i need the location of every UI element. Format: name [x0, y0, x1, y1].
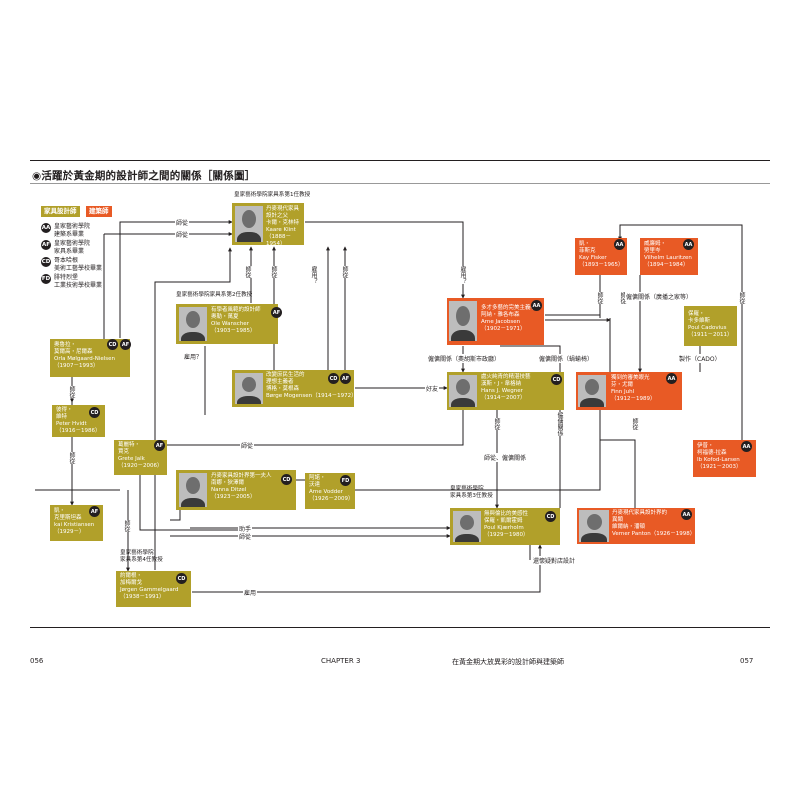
chapter-label: CHAPTER 3 [321, 657, 361, 665]
label-zhushou: 助手 [238, 524, 253, 533]
badge-mogensen-af: AF [340, 373, 351, 384]
portrait-panton [579, 510, 609, 542]
badge-jacobsen: AA [531, 300, 542, 311]
note-klint-professor: 皇家藝術學院家具系第1任教授 [234, 192, 311, 198]
title-rule [30, 183, 770, 184]
legend-furniture-designer: 家具設計師 [41, 206, 80, 217]
badge-panton: AA [681, 509, 692, 520]
label-shicong-wegner: 師從 [492, 418, 501, 430]
portrait-ditzel [179, 473, 207, 507]
label-shicong-3: 師從 [243, 266, 252, 278]
cd-icon: CD [41, 257, 51, 267]
badge-hvidt: CD [89, 407, 100, 418]
label-shicong-hvidt: 師從 [67, 452, 76, 464]
label-shicong-fisker: 師從 [595, 292, 604, 304]
portrait-mogensen [235, 373, 263, 404]
page-number-right: 057 [740, 657, 754, 665]
portrait-wanscher [179, 307, 207, 341]
badge-wegner: CD [551, 374, 562, 385]
label-guyong-radio: 僱傭關係（廣播之家等） [625, 292, 694, 301]
badge-vodder: FD [340, 475, 351, 486]
label-shicong-1: 師從 [175, 218, 190, 227]
badge-jalk: AF [154, 440, 165, 451]
label-guyong-q-1: 雇用？ [309, 266, 318, 284]
card-panton: 丹麥現代家具設計界的 異類 維爾納・潘頓 Verner Panton（1926－… [577, 508, 695, 544]
label-shicong-jalk: 師從 [240, 441, 255, 450]
label-guyong-gammelgaard: 雇用 [243, 588, 258, 597]
card-kofod: 伊普・ 柯福德-拉森 Ib Kofod-Larsen （1921－2003） [693, 440, 756, 477]
portrait-klint [235, 206, 263, 242]
legend-architect: 建築師 [86, 206, 112, 217]
label-shicong-4: 師從 [269, 266, 278, 278]
label-guyong-q-3: 雇用？ [183, 352, 204, 361]
card-juhl: 獨到的審美眼光 芬・尤爾 Finn Juhl （1912－1989） [576, 372, 682, 410]
label-shicong-jalk-down: 師從 [122, 520, 131, 532]
label-guyong-wegner: 僱傭關係 [555, 412, 564, 436]
label-make-cado: 製作（CADO） [678, 354, 722, 363]
card-vodder: 阿諾・ 沃達 Arne Vodder （1926－2009） [305, 473, 355, 509]
label-shicong-lauritzen: 師從 [618, 292, 627, 304]
badge-kristiansen: AF [89, 506, 100, 517]
af-icon: AF [41, 240, 51, 250]
portrait-juhl [578, 375, 606, 407]
label-paicong-nielsen: 師從 [67, 386, 76, 398]
card-ditzel: 丹麥家具設計界第一夫人 南娜・狄澤爾 Nanna Ditzel （1923－20… [176, 470, 296, 510]
badge-gammelgaard: CD [176, 573, 187, 584]
card-gammelgaard: 約爾根・ 加梅爾戈 Jørgen Gammelgaard （1938－1991） [116, 571, 191, 607]
card-wegner: 處火純青的精湛技藝 漢斯・J・韋格納 Hans J. Wegner （1914－… [447, 372, 564, 410]
label-shicong-panton: 師從 [630, 418, 639, 430]
line-nielsen-klint [119, 220, 233, 338]
portrait-wegner [449, 375, 477, 407]
chapter-subtitle: 在黃金期大放異彩的設計師與建築師 [452, 658, 564, 666]
portrait-jacobsen [449, 301, 477, 341]
label-shicong-kofod: 師從 [737, 292, 746, 304]
portrait-kjaerholm [453, 511, 481, 542]
badge-ditzel: CD [281, 474, 292, 485]
line-panton-jacobsen [600, 439, 636, 508]
note-gammelgaard-professor: 皇家藝術學院 家具系第4任教授 [120, 550, 163, 563]
line-gammelgaard-kjaerholm [192, 544, 542, 593]
card-jacobsen: 多才多藝的完美主義者 阿納・雅各布森 Arne Jacobsen （1902－1… [447, 298, 544, 345]
label-shigu: 師從、僱傭關係 [483, 453, 528, 462]
fd-icon: FD [41, 274, 51, 284]
label-shicong-2: 師從 [175, 230, 190, 239]
aa-icon: AA [41, 223, 51, 233]
page-number-left: 056 [30, 657, 44, 665]
card-kristiansen: 凱・ 克里斯坦森 kai Kristiansen （1929－） [50, 505, 103, 541]
label-shicong-ditzel: 師從 [238, 532, 253, 541]
label-guyong-furniture: 僱傭關係（奧胡斯市政廳） [427, 354, 502, 363]
bottom-rule [30, 627, 770, 628]
label-shicong-5: 師從 [340, 266, 349, 278]
card-wanscher: 有學者風範的設計師 奧勒・萬夏 Ole Wanscher （1903－1985） [176, 304, 278, 344]
label-haoyou: 好友 [425, 384, 440, 393]
card-klint: 丹麥現代家具設計之父 卡爾・克林特 Kaare Klint （1888－1954… [232, 203, 304, 247]
badge-nielsen-cd: CD [107, 339, 118, 350]
badge-kofod: AA [741, 441, 752, 452]
card-kjaerholm: 無與倫比的美感性 保羅・凱爾霍姆 Poul Kjærholm （1929－198… [450, 508, 560, 545]
label-guyong-bella: 僱傭關係（蝸蝓椅） [538, 354, 595, 363]
card-nielsen: 奧魯拉・ 莫爾高・尼爾森 Orla Mølgaard-Nielsen （1907… [50, 339, 130, 377]
badge-juhl: AA [666, 373, 677, 384]
page-title: ◉活躍於黃金期的設計師之間的關係［關係圖］ [32, 170, 256, 182]
badge-lauritzen: AA [683, 239, 694, 250]
badge-kjaerholm: CD [545, 511, 556, 522]
badge-nielsen-af: AF [120, 339, 131, 350]
badge-wanscher: AF [271, 307, 282, 318]
note-wanscher-professor: 皇家藝術學院家具系第2任教授 [176, 292, 253, 298]
card-cadovius: 保羅・ 卡多維斯 Poul Cadovius （1911－2011） [684, 306, 737, 346]
top-rule [30, 160, 770, 161]
label-joint-store: 還懷疑對店設計 [532, 556, 577, 565]
note-kjaerholm-professor: 皇家藝術學院 家具系第3任教授 [450, 486, 493, 499]
badge-mogensen-cd: CD [328, 373, 339, 384]
badge-fisker: AA [614, 239, 625, 250]
line-gammelgaard-klint-left [154, 247, 232, 570]
label-guyong-q-2: 雇用？ [458, 266, 467, 284]
